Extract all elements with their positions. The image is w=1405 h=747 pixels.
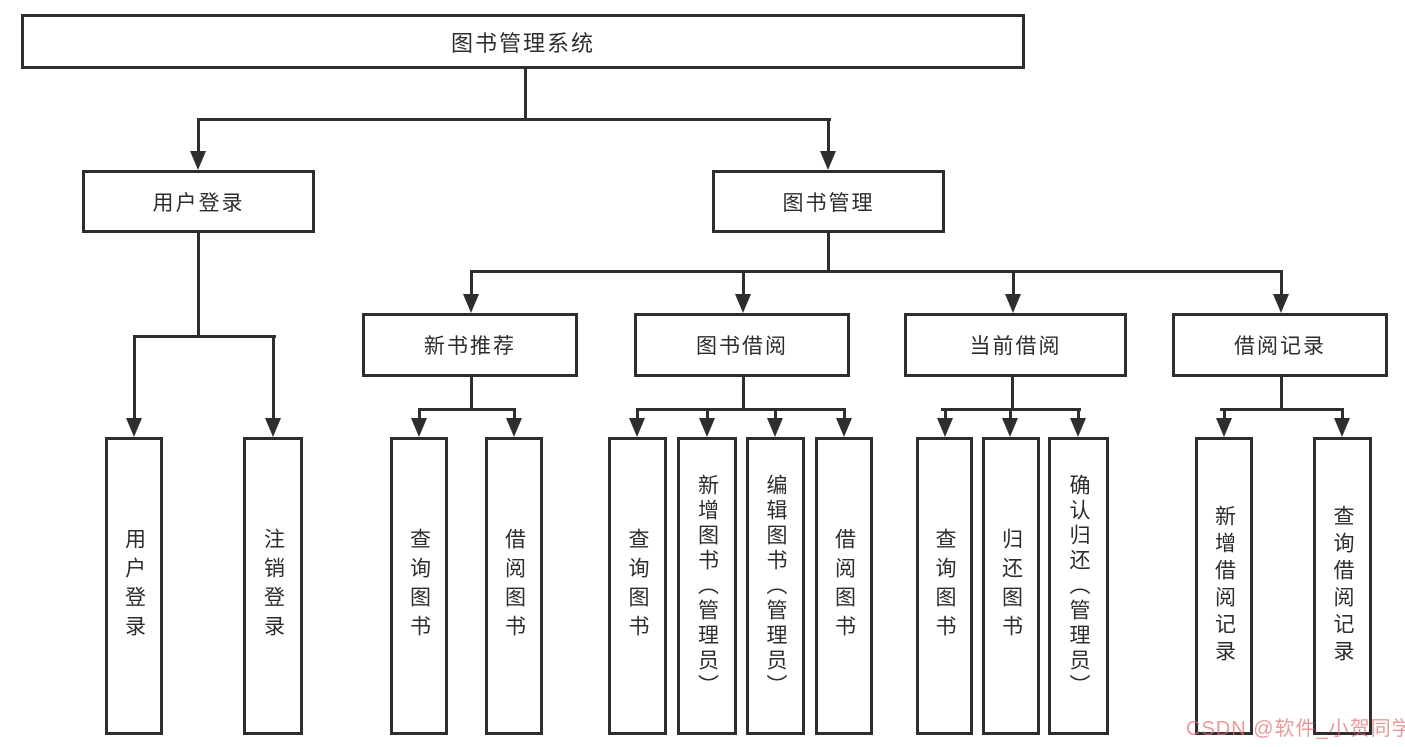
connector-line xyxy=(470,270,1283,273)
arrow-down-icon xyxy=(1005,294,1021,313)
arrow-down-icon xyxy=(629,418,645,437)
arrow-down-icon xyxy=(1070,418,1086,437)
node-borrow-books: 借阅图书 xyxy=(815,437,873,735)
node-recommend-borrow-books: 借阅图书 xyxy=(485,437,543,735)
node-edit-books-admin: 编辑图书（管理员） xyxy=(746,437,805,735)
connector-line xyxy=(1077,408,1080,420)
node-new-book-recommend: 新书推荐 xyxy=(362,313,578,377)
node-add-books-admin-label: 新增图书（管理员） xyxy=(695,473,719,699)
node-logout-action-label: 注销登录 xyxy=(261,528,285,644)
arrow-down-icon xyxy=(937,418,953,437)
arrow-down-icon xyxy=(1334,418,1350,437)
node-current-borrow-label: 当前借阅 xyxy=(969,335,1062,358)
node-library-system-label: 图书管理系统 xyxy=(450,30,595,56)
node-recommend-query-books-label: 查询图书 xyxy=(407,528,431,644)
arrow-down-icon xyxy=(265,418,281,437)
connector-line xyxy=(1011,377,1014,410)
node-borrow-query-books: 查询图书 xyxy=(608,437,667,735)
node-new-book-recommend-label: 新书推荐 xyxy=(424,335,516,358)
connector-line xyxy=(944,408,947,420)
arrow-down-icon xyxy=(767,418,783,437)
arrow-down-icon xyxy=(735,294,751,313)
connector-line xyxy=(470,377,473,410)
connector-line xyxy=(742,270,745,296)
arrow-down-icon xyxy=(411,418,427,437)
node-user-login-action-label: 用户登录 xyxy=(122,528,146,644)
node-edit-books-admin-label: 编辑图书（管理员） xyxy=(764,473,787,699)
node-confirm-return-admin-label: 确认归还（管理员） xyxy=(1067,473,1090,699)
node-book-management-label: 图书管理 xyxy=(782,191,875,215)
connector-line xyxy=(1012,270,1015,296)
node-query-borrow-record-label: 查询借阅记录 xyxy=(1331,505,1354,667)
arrow-down-icon xyxy=(190,151,206,170)
connector-line xyxy=(774,408,777,420)
node-user-login-action: 用户登录 xyxy=(105,437,163,735)
connector-line xyxy=(1009,408,1012,420)
connector-line xyxy=(1280,270,1283,296)
connector-line xyxy=(1341,408,1344,420)
node-book-management: 图书管理 xyxy=(712,170,945,233)
connector-line xyxy=(418,408,421,420)
connector-line xyxy=(827,233,830,272)
node-borrow-records-label: 借阅记录 xyxy=(1234,335,1326,358)
connector-line xyxy=(706,408,709,420)
node-user-login-label: 用户登录 xyxy=(152,191,245,215)
arrow-down-icon xyxy=(1216,418,1232,437)
node-book-borrow: 图书借阅 xyxy=(634,313,850,377)
connector-line xyxy=(133,335,276,338)
node-library-system: 图书管理系统 xyxy=(21,14,1025,69)
node-add-borrow-record: 新增借阅记录 xyxy=(1195,437,1253,735)
connector-line xyxy=(197,233,200,337)
arrow-down-icon xyxy=(463,294,479,313)
node-return-books: 归还图书 xyxy=(982,437,1040,735)
node-return-books-label: 归还图书 xyxy=(999,528,1023,644)
arrow-down-icon xyxy=(1002,418,1018,437)
arrow-down-icon xyxy=(126,418,142,437)
arrow-down-icon xyxy=(820,151,836,170)
connector-line xyxy=(524,69,527,120)
connector-line xyxy=(1220,408,1344,411)
connector-line xyxy=(197,118,200,153)
node-current-query-books: 查询图书 xyxy=(916,437,973,735)
connector-line xyxy=(636,408,846,411)
connector-line xyxy=(742,377,745,410)
connector-line xyxy=(513,408,516,420)
node-current-query-books-label: 查询图书 xyxy=(933,528,956,644)
arrow-down-icon xyxy=(836,418,852,437)
node-user-login: 用户登录 xyxy=(82,170,315,233)
node-current-borrow: 当前借阅 xyxy=(904,313,1127,377)
node-add-books-admin: 新增图书（管理员） xyxy=(677,437,737,735)
connector-line xyxy=(470,270,473,296)
node-query-borrow-record: 查询借阅记录 xyxy=(1313,437,1372,735)
node-borrow-records: 借阅记录 xyxy=(1172,313,1388,377)
connector-line xyxy=(418,408,516,411)
node-borrow-query-books-label: 查询图书 xyxy=(626,528,649,644)
node-add-borrow-record-label: 新增借阅记录 xyxy=(1212,505,1236,667)
connector-line xyxy=(1223,408,1226,420)
csdn-watermark: CSDN @软件_小贺同学 xyxy=(1186,718,1405,740)
connector-line xyxy=(272,335,275,420)
arrow-down-icon xyxy=(1273,294,1289,313)
node-book-borrow-label: 图书借阅 xyxy=(696,335,788,358)
node-recommend-query-books: 查询图书 xyxy=(390,437,448,735)
node-confirm-return-admin: 确认归还（管理员） xyxy=(1048,437,1109,735)
node-borrow-books-label: 借阅图书 xyxy=(832,528,856,644)
node-logout-action: 注销登录 xyxy=(243,437,303,735)
connector-line xyxy=(827,118,830,153)
connector-line xyxy=(843,408,846,420)
connector-line xyxy=(636,408,639,420)
node-recommend-borrow-books-label: 借阅图书 xyxy=(502,528,526,644)
connector-line xyxy=(1280,377,1283,410)
connector-line xyxy=(133,335,136,420)
connector-line xyxy=(197,118,831,121)
arrow-down-icon xyxy=(506,418,522,437)
arrow-down-icon xyxy=(699,418,715,437)
